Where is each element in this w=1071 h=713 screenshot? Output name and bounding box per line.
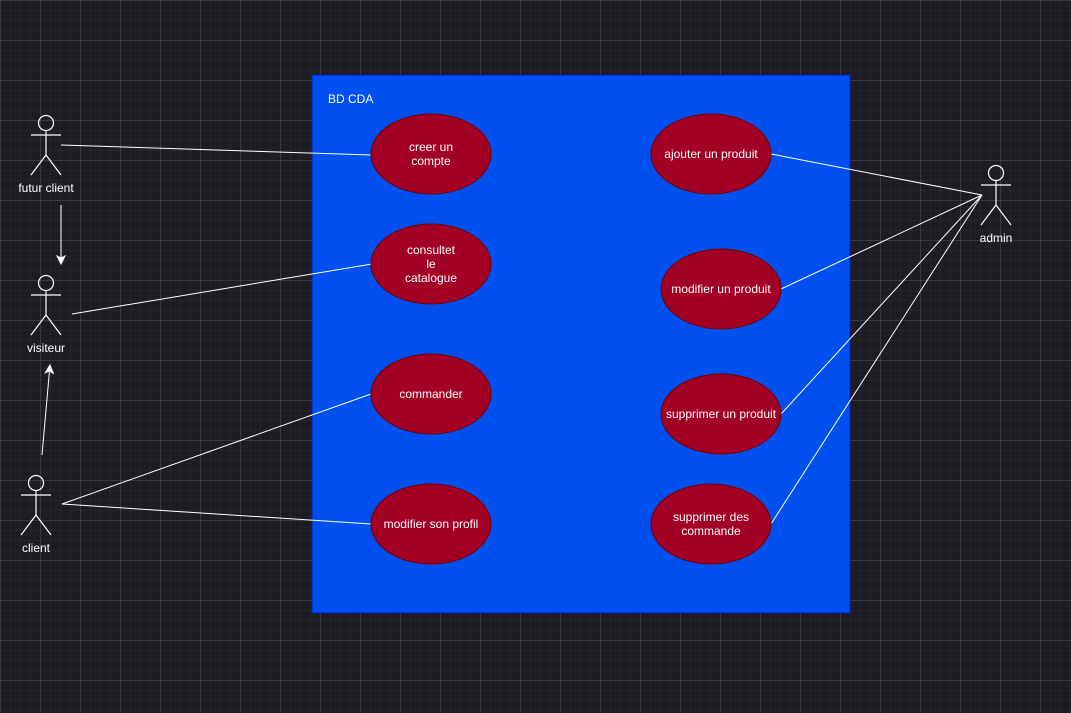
usecase-ellipse — [370, 483, 492, 565]
usecase-supprimer-produit[interactable]: supprimer un produit — [660, 373, 782, 455]
association-admin-modifier-produit[interactable] — [780, 194, 983, 290]
usecase-modifier-produit[interactable]: modifier un produit — [660, 248, 782, 330]
usecase-label: le — [426, 257, 436, 271]
actor-visiteur[interactable]: visiteur — [27, 274, 65, 356]
usecase-ajouter-produit[interactable]: ajouter un produit — [650, 113, 772, 195]
usecase-label: supprimer un produit — [666, 407, 777, 421]
system-title: BD CDA — [328, 92, 373, 106]
actor-futur-client[interactable]: futur client — [18, 114, 74, 196]
actor-client[interactable]: client — [20, 474, 52, 556]
usecase-label: consultet — [407, 243, 456, 257]
actor-label: admin — [980, 231, 1013, 245]
stick-figure-icon — [30, 274, 62, 336]
usecase-ellipse — [650, 483, 772, 565]
association-admin-ajouter-produit[interactable] — [770, 153, 983, 196]
usecase-ellipse — [660, 248, 782, 330]
association-admin-supprimer-commande[interactable] — [770, 194, 983, 525]
stick-figure-icon — [30, 114, 62, 176]
usecase-label: modifier son profil — [384, 517, 479, 531]
usecase-commander[interactable]: commander — [370, 353, 492, 435]
actor-admin[interactable]: admin — [980, 164, 1013, 246]
relation-arrow-client-visiteur[interactable] — [41, 365, 50, 456]
stick-figure-icon — [20, 474, 52, 536]
association-visiteur-consulter-catalogue[interactable] — [71, 263, 373, 315]
usecase-label: commander — [399, 387, 462, 401]
association-admin-supprimer-produit[interactable] — [780, 194, 983, 415]
actor-label: visiteur — [27, 341, 65, 355]
association-client-modifier-profil[interactable] — [61, 503, 372, 525]
usecase-label: ajouter un produit — [664, 147, 758, 161]
usecase-label: commande — [681, 524, 741, 538]
usecase-label: compte — [411, 154, 451, 168]
connectors — [41, 144, 983, 525]
usecase-modifier-profil[interactable]: modifier son profil — [370, 483, 492, 565]
usecase-ellipse — [370, 353, 492, 435]
usecase-ellipse — [370, 223, 492, 305]
usecase-label: catalogue — [405, 271, 457, 285]
usecase-label: supprimer des — [673, 510, 749, 524]
usecase-ellipse — [370, 113, 492, 195]
stick-figure-icon — [980, 164, 1012, 226]
usecase-ellipse — [650, 113, 772, 195]
association-futur-client-creer-compte[interactable] — [60, 144, 372, 156]
association-client-commander[interactable] — [61, 393, 372, 505]
actors: futur client visiteur client admin — [18, 114, 1013, 556]
usecase-label: creer un — [409, 140, 453, 154]
actor-label: client — [22, 541, 51, 555]
usecase-label: modifier un produit — [671, 282, 771, 296]
actor-label: futur client — [18, 181, 74, 195]
usecase-ellipse — [660, 373, 782, 455]
